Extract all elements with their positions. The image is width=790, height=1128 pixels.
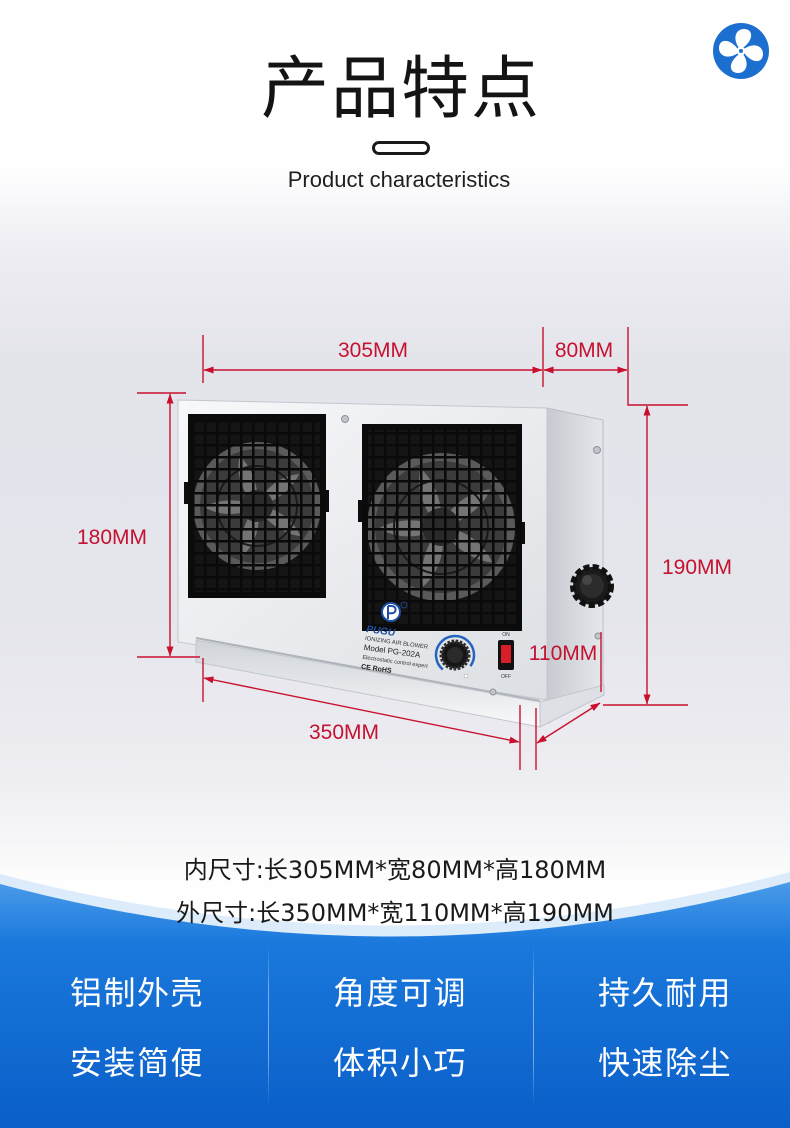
dimension-labels: 305MM 80MM 180MM 190MM 110MM 350MM: [77, 339, 732, 744]
right-grille-mesh: [368, 430, 516, 625]
ext-line-80-right: [627, 327, 688, 406]
switch-rocker: [501, 645, 511, 663]
dimension-lines: [137, 327, 688, 770]
page-subtitle: Product characteristics: [287, 167, 511, 192]
switch-off-label: OFF: [501, 674, 511, 680]
angle-adjust-knob: [570, 564, 614, 608]
blue-wave-body: [0, 882, 790, 1128]
left-grille-mesh: [194, 420, 320, 592]
fan-icon-blade: [719, 40, 738, 57]
fan-icon-blade: [735, 29, 752, 48]
label-brand: PUGU: [366, 624, 397, 639]
feature-durable: 持久耐用: [597, 974, 732, 1012]
pugu-logo-mark: [381, 601, 408, 622]
right-grille-border: [362, 424, 522, 631]
dim-label-110: 110MM: [529, 642, 597, 665]
feature-compact-size: 体积小巧: [332, 1044, 467, 1082]
fan-icon-center: [739, 49, 743, 53]
dim-label-305: 305MM: [338, 339, 408, 362]
fan-icon-blade: [744, 45, 763, 62]
dim-line-350: [203, 676, 520, 744]
label-certifications: CE RoHS: [361, 664, 393, 675]
side-knob-highlight: [582, 575, 592, 585]
side-knob-center: [580, 574, 604, 598]
feature-fast-dust-removal: 快速除尘: [597, 1044, 732, 1082]
brand-logo: [713, 23, 769, 79]
dim-label-180: 180MM: [77, 526, 147, 549]
knob-cap: [447, 647, 463, 663]
feature-aluminum-housing: 铝制外壳: [69, 974, 204, 1012]
dim-label-350: 350MM: [309, 721, 379, 744]
screw: [594, 632, 602, 640]
screw: [341, 415, 349, 423]
left-fan-grille: [184, 414, 329, 598]
feature-column-divider: [268, 945, 269, 1105]
knob-indicator-dot: [463, 673, 469, 679]
page-title: 产品特点: [260, 50, 541, 129]
dim-label-80: 80MM: [555, 339, 613, 362]
switch-on-label: ON: [502, 632, 510, 638]
title-pill-ornament: [372, 141, 430, 155]
knob-scale-ring: [434, 634, 476, 676]
fan-icon-blade: [730, 54, 747, 73]
feature-adjustable-angle: 角度可调: [332, 974, 467, 1012]
outer-size-text: 外尺寸:长350MM*宽110MM*高190MM: [176, 899, 614, 927]
power-switch: ON OFF: [498, 632, 514, 680]
screw: [593, 446, 601, 454]
feature-column-divider: [533, 945, 534, 1105]
fan-icon: [719, 29, 763, 73]
dim-line-110: [536, 702, 601, 744]
dim-label-190: 190MM: [662, 556, 732, 579]
screw: [489, 688, 497, 696]
left-grille-clip: [184, 482, 191, 504]
inner-size-text: 内尺寸:长305MM*宽80MM*高180MM: [183, 856, 607, 884]
feature-easy-install: 安装简便: [69, 1044, 204, 1082]
right-fan-grille: [358, 424, 525, 631]
right-grille-clip: [358, 500, 365, 522]
left-grille-border: [188, 414, 326, 598]
